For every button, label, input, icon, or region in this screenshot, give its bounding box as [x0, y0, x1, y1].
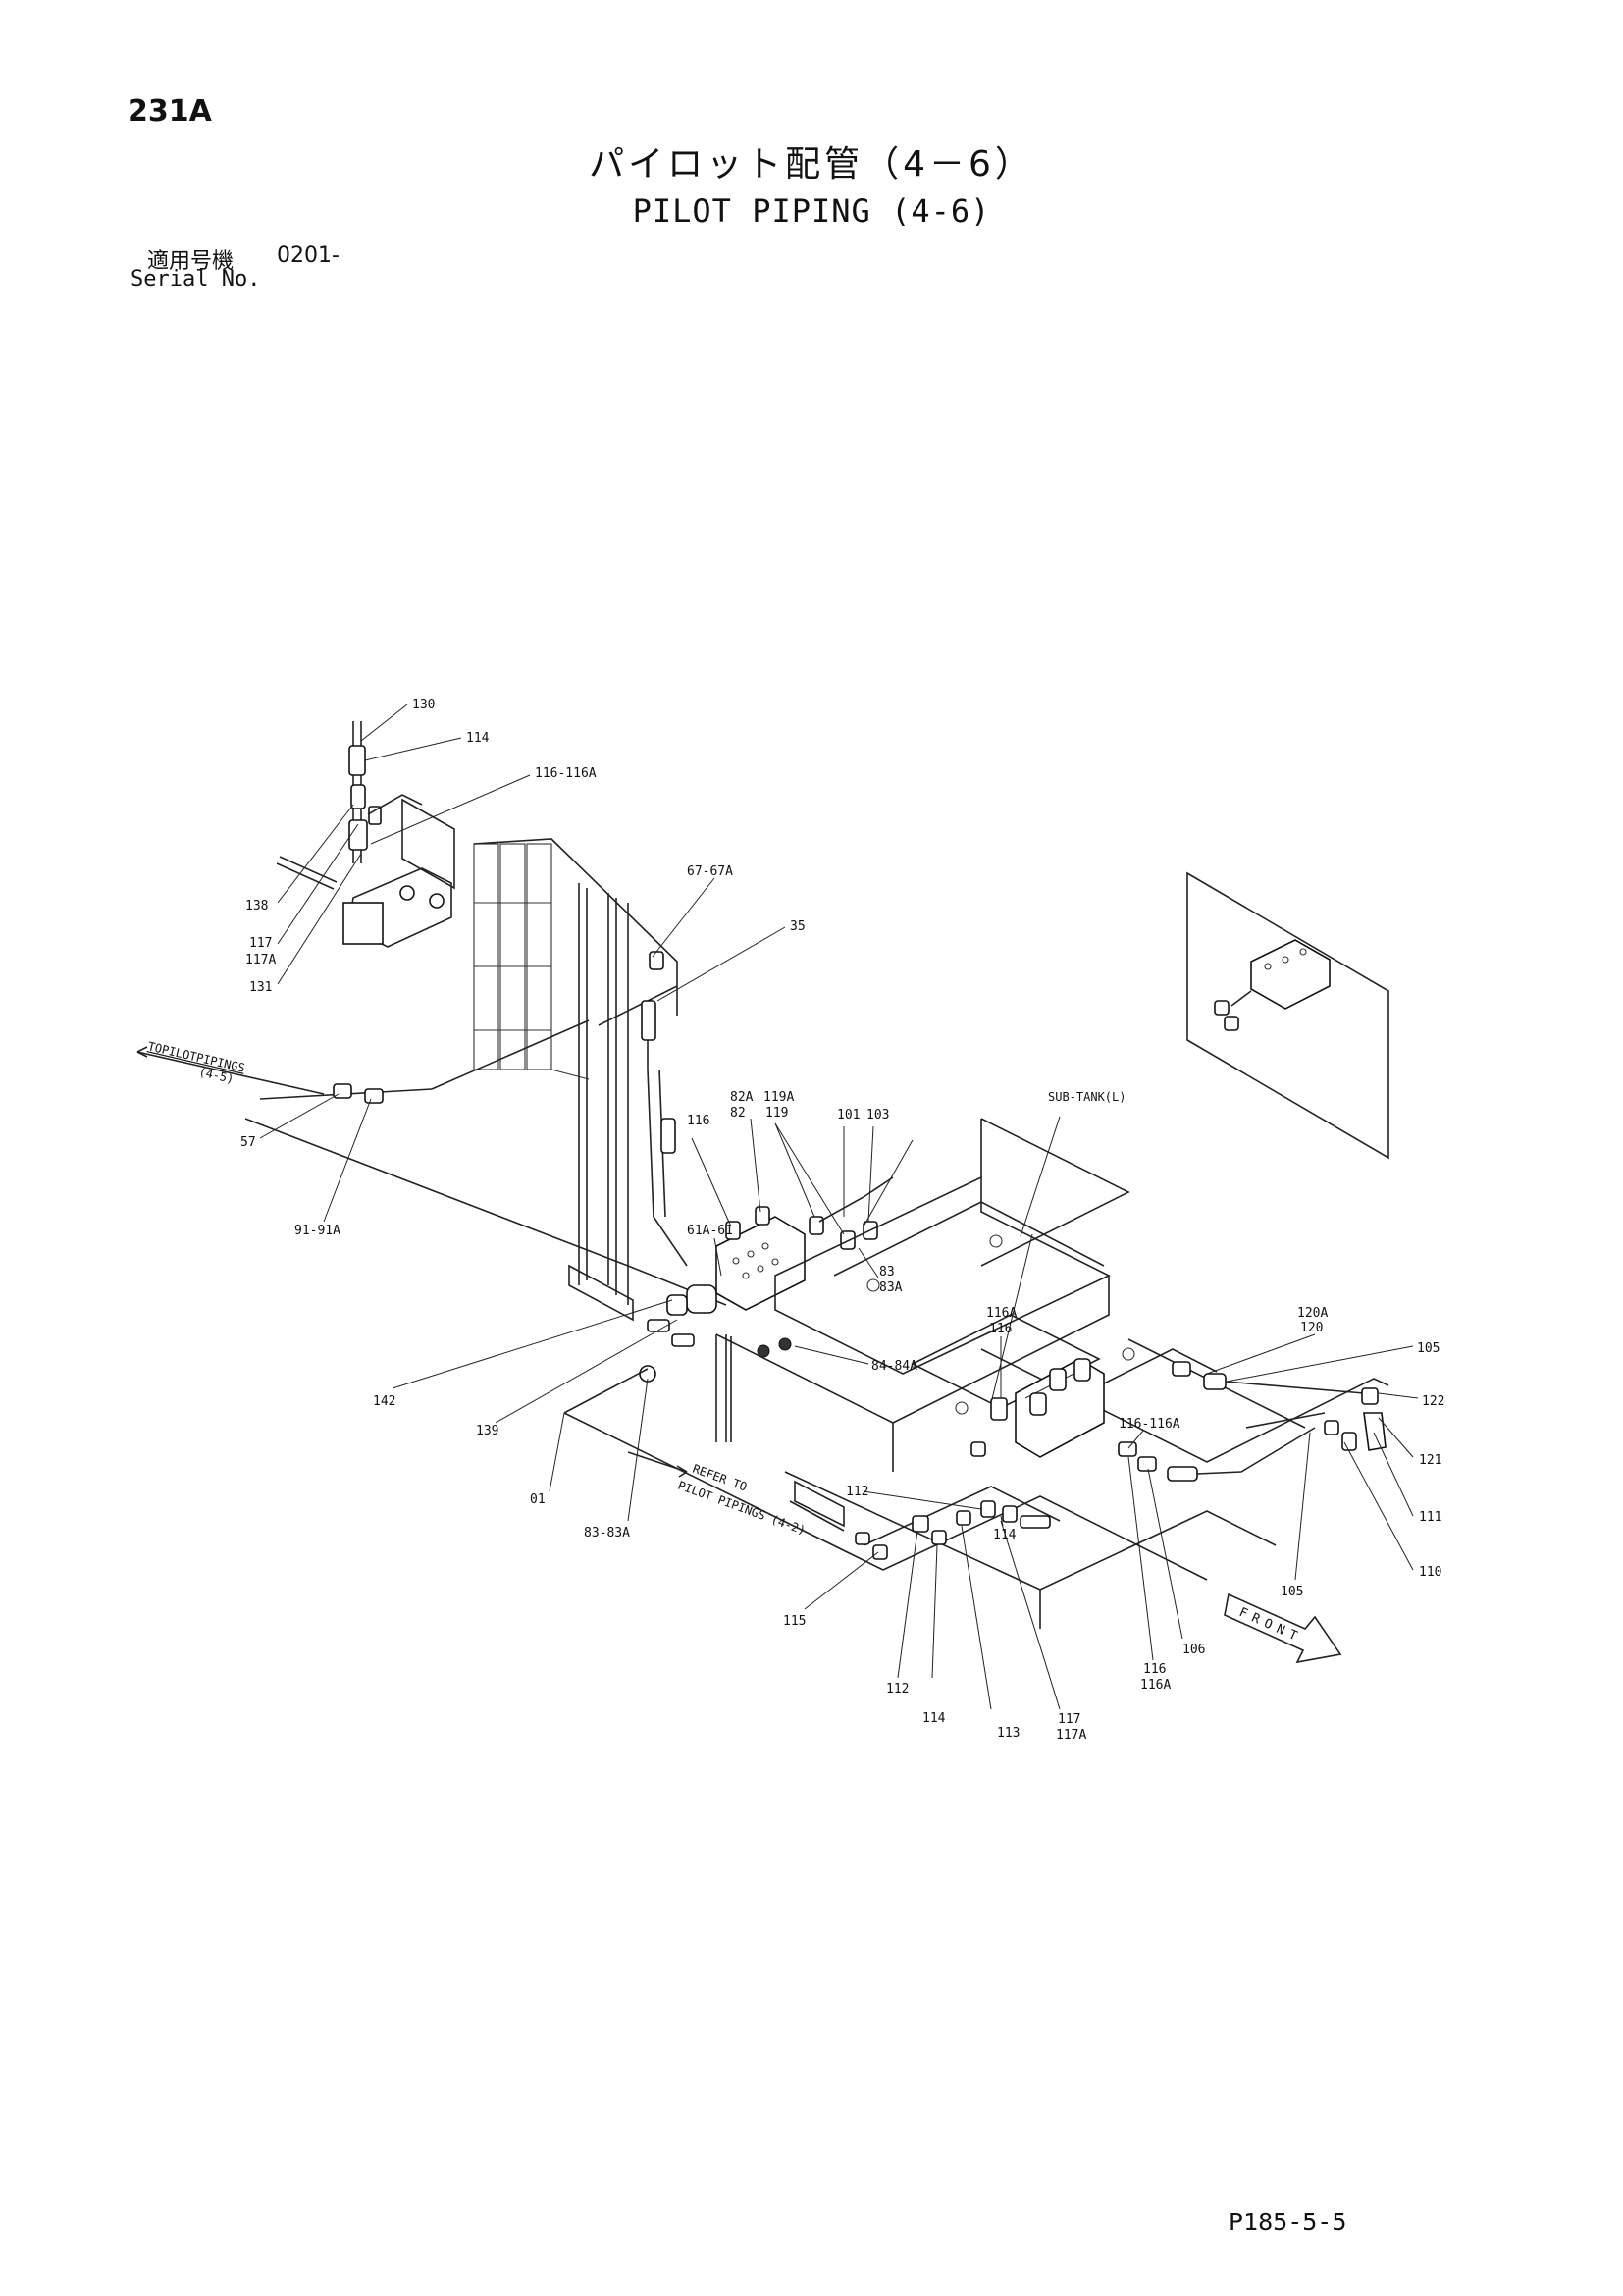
- sub-tank: [715, 1118, 1135, 1472]
- callout-labels: 130 114 116-116A 138 117 117A 131 67-67A…: [240, 698, 1444, 1743]
- center-block-assembly: [639, 1176, 894, 1383]
- callout-117-bottom: 117: [1058, 1712, 1080, 1727]
- callout-113: 113: [997, 1726, 1020, 1741]
- callout-106: 106: [1182, 1643, 1205, 1657]
- callout-82A: 82A: [730, 1090, 754, 1105]
- to-pilot-pipings-label: TOPILOTPIPINGS (4-5): [146, 1039, 246, 1086]
- callout-119A: 119A: [763, 1090, 794, 1105]
- page-number: 231A: [128, 94, 212, 129]
- sub-tank-label: SUB-TANK(L): [1048, 1090, 1126, 1104]
- callout-112-bottom: 112: [886, 1682, 909, 1696]
- title-japanese: パイロット配管（4－6）: [589, 144, 1034, 184]
- callout-83-83A: 83-83A: [584, 1526, 630, 1540]
- callout-122: 122: [1422, 1394, 1444, 1409]
- callout-105-top: 105: [1417, 1341, 1440, 1356]
- callout-116-116A-top: 116-116A: [535, 766, 597, 781]
- upper-valve-assembly: [276, 721, 678, 1080]
- title-english: PILOT PIPING (4-6): [632, 192, 991, 230]
- callout-35: 35: [790, 919, 806, 934]
- callout-138: 138: [245, 899, 268, 913]
- callout-116-mid: 116: [687, 1114, 709, 1128]
- front-arrow-indicator: FRONT: [1224, 1592, 1342, 1664]
- right-valve-assembly: [970, 1348, 1387, 1482]
- callout-116A-right: 116A: [986, 1306, 1017, 1321]
- callout-114-bottom: 114: [922, 1711, 946, 1726]
- serial-value: 0201-: [277, 243, 340, 268]
- lower-fitting-cluster: [789, 1486, 1061, 1560]
- callout-116A-bottom: 116A: [1140, 1678, 1171, 1693]
- inset-view: [1186, 871, 1389, 1160]
- callout-112-mid: 112: [846, 1485, 868, 1499]
- callout-57: 57: [240, 1135, 256, 1150]
- callout-116-116A-right: 116-116A: [1119, 1417, 1180, 1432]
- callout-114-top: 114: [466, 731, 490, 746]
- callout-139: 139: [476, 1424, 498, 1438]
- callout-116-right: 116: [989, 1322, 1012, 1336]
- callout-120A: 120A: [1297, 1306, 1328, 1321]
- callout-114-mid: 114: [993, 1528, 1017, 1542]
- callout-117A: 117A: [245, 953, 276, 967]
- callout-111: 111: [1419, 1510, 1441, 1525]
- callout-131: 131: [249, 980, 272, 995]
- vertical-column: [568, 883, 688, 1322]
- callout-119: 119: [765, 1106, 788, 1121]
- callout-101: 101: [837, 1108, 860, 1122]
- callout-83A: 83A: [879, 1280, 903, 1295]
- callout-121: 121: [1419, 1453, 1441, 1468]
- callout-142: 142: [373, 1394, 395, 1409]
- callout-116-bottom: 116: [1143, 1662, 1166, 1677]
- callout-84-84A: 84-84A: [871, 1359, 917, 1374]
- callout-105-bottom: 105: [1281, 1585, 1303, 1599]
- callout-61A-61: 61A-61: [687, 1224, 733, 1238]
- callout-103: 103: [866, 1108, 889, 1122]
- leader-lines: [259, 704, 1419, 1710]
- callout-115: 115: [783, 1614, 806, 1629]
- callout-91-91A: 91-91A: [294, 1224, 340, 1238]
- callout-83: 83: [879, 1265, 895, 1279]
- callout-01: 01: [530, 1492, 546, 1507]
- serial-label-english: Serial No.: [131, 267, 261, 291]
- serial-label-japanese: 適用号機: [147, 249, 235, 274]
- callout-117: 117: [249, 936, 272, 951]
- callout-120: 120: [1300, 1321, 1323, 1335]
- callout-67-67A: 67-67A: [687, 864, 733, 879]
- callout-110: 110: [1419, 1565, 1441, 1580]
- refer-to-label: REFER TO PILOT PIPINGS (4-2): [627, 1451, 808, 1538]
- drawing-code: P185-5-5: [1229, 2208, 1347, 2236]
- callout-117A-bottom: 117A: [1056, 1728, 1086, 1743]
- callout-130: 130: [412, 698, 435, 712]
- callout-82: 82: [730, 1106, 746, 1121]
